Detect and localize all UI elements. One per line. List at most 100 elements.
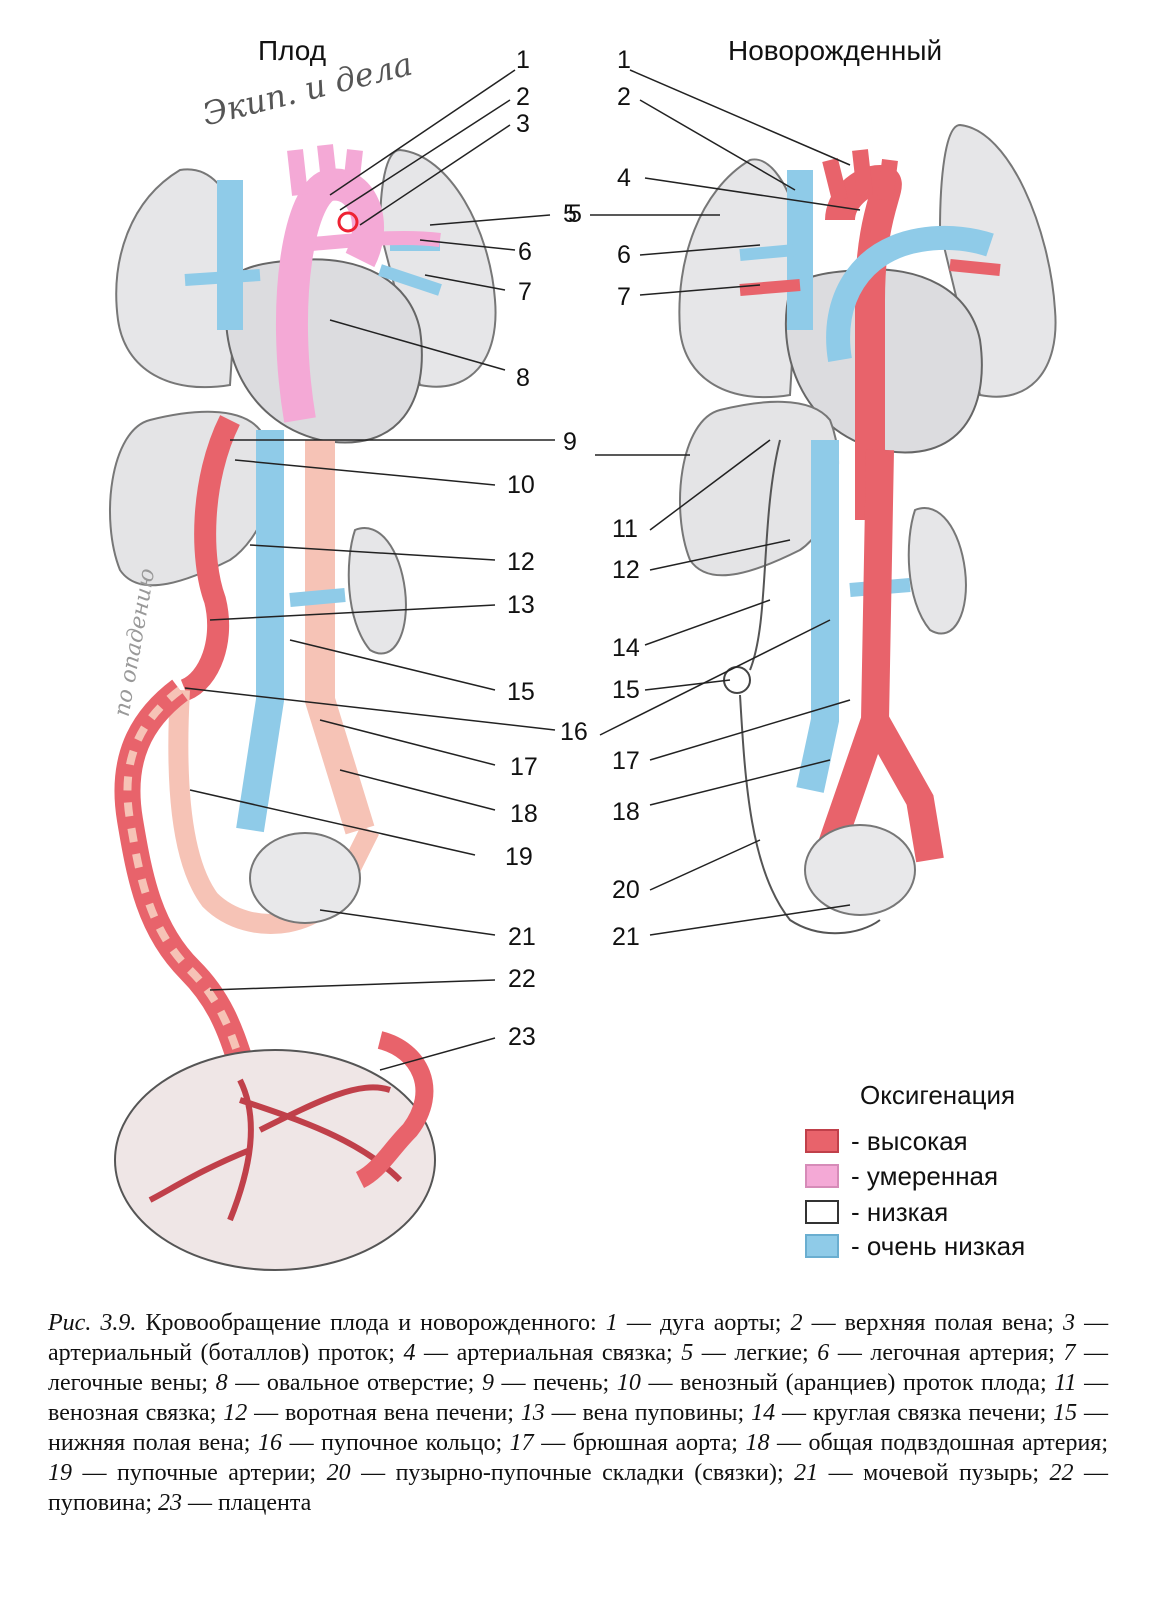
caption-item: 16 — пупочное кольцо; <box>250 1430 502 1456</box>
fetus-label: 5 <box>563 200 577 228</box>
caption-item-text: — венозная связка; <box>48 1370 1109 1426</box>
caption-item-text: — брюшная аорта; <box>533 1430 738 1456</box>
legend-item-moderate: - умеренная <box>805 1160 998 1192</box>
caption-item: 14 — круглая связка печени; <box>744 1400 1046 1426</box>
figure-caption: Рис. 3.9. Кровообращение плода и новорож… <box>48 1308 1108 1518</box>
caption-items: 1 — дуга аорты; 2 — верхняя полая вена; … <box>48 1310 1108 1516</box>
caption-item: 4 — артериальная связка; <box>394 1340 673 1366</box>
newborn-pulmonary-artery <box>826 225 994 362</box>
fetus-label: 10 <box>507 471 535 499</box>
caption-item-number: 3 <box>1053 1310 1075 1336</box>
newborn-label: 6 <box>617 241 631 269</box>
fetus-label: 2 <box>516 83 530 111</box>
caption-item: 19 — пупочные артерии; <box>48 1460 316 1486</box>
caption-item-text: — пупочные артерии; <box>72 1460 317 1486</box>
legend-swatch <box>805 1200 839 1224</box>
caption-item: 17 — брюшная аорта; <box>502 1430 738 1456</box>
caption-item-text: — легочные вены; <box>48 1340 1109 1396</box>
caption-item: 15 — нижняя полая вена; <box>48 1400 1108 1456</box>
caption-item-text: — легочная артерия; <box>829 1340 1055 1366</box>
fetus-label: 13 <box>507 591 535 619</box>
newborn-bladder <box>804 824 916 916</box>
caption-item: 2 — верхняя полая вена; <box>781 1310 1053 1336</box>
caption-item-number: 8 <box>208 1370 228 1396</box>
legend-swatch <box>805 1234 839 1258</box>
newborn-abdominal-aorta <box>816 449 944 863</box>
fetus-umbilical-vein <box>179 415 240 701</box>
newborn-pulmonary-veins <box>739 259 1001 296</box>
circulation-diagram <box>109 69 1057 1271</box>
legend-label: - очень низкая <box>851 1230 1026 1261</box>
caption-item-text: — пузырно-пупочные складки (связки); <box>350 1460 784 1486</box>
legend-swatch <box>805 1164 839 1188</box>
fetus-kidney <box>347 527 407 655</box>
caption-item-number: 5 <box>672 1340 694 1366</box>
caption-item: 11 — венозная связка; <box>48 1370 1108 1426</box>
caption-item-text: — нижняя полая вена; <box>48 1400 1109 1456</box>
caption-item-number: 9 <box>474 1370 494 1396</box>
caption-item-text: — общая подвздошная артерия; <box>769 1430 1108 1456</box>
newborn-label: 4 <box>617 164 631 192</box>
caption-item-number: 11 <box>1046 1370 1077 1396</box>
newborn-label: 20 <box>612 876 640 904</box>
caption-item-text: — печень; <box>493 1370 610 1396</box>
caption-item-text: — овальное отверстие; <box>227 1370 475 1396</box>
caption-item-number: 19 <box>48 1460 72 1486</box>
caption-item-text: — дуга аорты; <box>617 1310 782 1336</box>
placenta <box>114 1049 436 1271</box>
caption-item: 20 — пузырно-пупочные складки (связки); <box>316 1460 784 1486</box>
fetus-label: 1 <box>516 46 530 74</box>
fetus-label: 7 <box>518 278 532 306</box>
caption-item-number: 7 <box>1054 1340 1076 1366</box>
caption-item-text: — легкие; <box>693 1340 809 1366</box>
newborn-round-ligament <box>749 439 781 671</box>
fetus-label: 3 <box>516 110 530 138</box>
caption-item-number: 6 <box>808 1340 830 1366</box>
caption-item-text: — артериальная связка; <box>415 1340 673 1366</box>
caption-item-number: 4 <box>394 1340 416 1366</box>
legend-label: - умеренная <box>851 1160 999 1191</box>
fetus-label: 12 <box>507 548 535 576</box>
caption-item-number: 10 <box>609 1370 641 1396</box>
fetus-title: Плод <box>258 35 327 66</box>
caption-item-number: 16 <box>250 1430 283 1456</box>
caption-item-number: 21 <box>783 1460 819 1486</box>
newborn-label: 2 <box>617 83 631 111</box>
caption-item: 7 — легочные вены; <box>48 1340 1108 1396</box>
newborn-inferior-vena-cava <box>796 440 839 793</box>
fetus-label: 22 <box>508 965 536 993</box>
caption-item-text: — воротная вена печени; <box>247 1400 514 1426</box>
caption-item: 8 — овальное отверстие; <box>208 1370 475 1396</box>
caption-item: 21 — мочевой пузырь; <box>784 1460 1039 1486</box>
fetus-abdominal-aorta <box>305 440 375 835</box>
newborn-label: 15 <box>612 676 640 704</box>
fetus-inferior-vena-cava <box>236 430 284 833</box>
fetus-label: 9 <box>563 428 577 456</box>
caption-item-number: 22 <box>1039 1460 1074 1486</box>
newborn-label: 7 <box>617 283 631 311</box>
caption-item-number: 17 <box>502 1430 534 1456</box>
newborn-title: Новорожденный <box>728 35 943 66</box>
caption-item-number: 23 <box>152 1490 183 1516</box>
fetus-label: 21 <box>508 923 536 951</box>
caption-item: 1 — дуга аорты; <box>606 1310 782 1336</box>
caption-item: 13 — вена пуповины; <box>514 1400 744 1426</box>
newborn-umbilical-folds <box>739 694 881 935</box>
caption-item-text: — артериальный (боталлов) проток; <box>48 1310 1109 1366</box>
caption-item-text: — круглая связка печени; <box>775 1400 1047 1426</box>
legend-swatch <box>805 1129 839 1153</box>
caption-item-text: — мочевой пузырь; <box>818 1460 1040 1486</box>
caption-item-text: — плацента <box>182 1490 312 1516</box>
caption-item: 9 — печень; <box>474 1370 609 1396</box>
legend-label: - высокая <box>851 1125 968 1156</box>
caption-item: 3 — артериальный (боталлов) проток; <box>48 1310 1108 1366</box>
caption-item-text: — пуповина; <box>48 1460 1109 1516</box>
newborn-label: 1 <box>617 46 631 74</box>
fetus-label: 8 <box>516 364 530 392</box>
newborn-label: 5 <box>568 200 582 228</box>
fetus-label: 19 <box>505 843 533 871</box>
caption-item: 22 — пуповина; <box>48 1460 1108 1516</box>
caption-item-number: 2 <box>781 1310 803 1336</box>
caption-item-number: 15 <box>1046 1400 1078 1426</box>
fetus-label: 18 <box>510 800 538 828</box>
